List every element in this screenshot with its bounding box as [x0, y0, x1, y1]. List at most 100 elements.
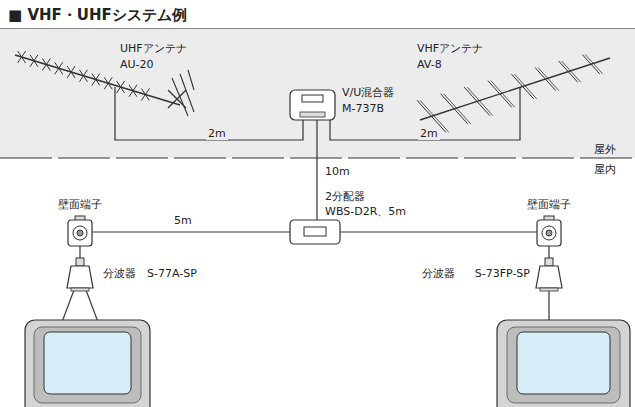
- area-label: 屋外: [592, 143, 618, 156]
- diplexer-outputs: [71, 288, 89, 291]
- coax-cable: [79, 246, 80, 258]
- coax-cable: [316, 120, 317, 220]
- wall-terminal-drawing: [537, 216, 561, 246]
- director: [141, 89, 149, 101]
- terminal-socket: [542, 226, 556, 240]
- mixer-ports: [300, 112, 325, 117]
- element: [464, 87, 490, 115]
- model-number: AU-20: [120, 58, 154, 71]
- director: [92, 74, 100, 86]
- diplexer-plug: [545, 258, 553, 266]
- title-rule: [0, 28, 635, 29]
- tv-bezel: [34, 327, 141, 403]
- coax-cable: [548, 246, 549, 258]
- director: [67, 66, 75, 78]
- cable-length: 2m: [418, 127, 440, 140]
- model-number: AV-8: [417, 58, 442, 71]
- coax-cable: [340, 231, 537, 232]
- mixer-node: V/U混合器M-737B: [290, 90, 335, 120]
- part-name: VHFアンテナ: [417, 42, 483, 55]
- element: [514, 74, 536, 99]
- diplexer-plug: [76, 258, 84, 266]
- mixer-body: [290, 90, 335, 120]
- element: [538, 68, 559, 91]
- element: [441, 94, 468, 124]
- part-name: V/U混合器: [342, 86, 394, 99]
- part-name: 壁面端子: [58, 198, 102, 211]
- reflector: [188, 70, 194, 90]
- model-number: M-737B: [342, 102, 384, 115]
- tv-screen: [517, 332, 610, 394]
- coax-cable: [92, 231, 290, 232]
- director: [79, 70, 87, 82]
- director: [18, 51, 26, 63]
- director: [30, 55, 38, 67]
- node-shape: [67, 258, 93, 290]
- wall-node: 壁面端子: [537, 220, 561, 246]
- mast-cable: [114, 87, 115, 120]
- mast-cable: [519, 88, 520, 128]
- tv-cabinet: [25, 320, 150, 407]
- director: [55, 62, 63, 74]
- node-shape: [290, 220, 340, 244]
- director: [117, 81, 125, 93]
- antenna-boom: [15, 55, 180, 105]
- director: [129, 85, 137, 97]
- element: [444, 94, 471, 124]
- coax-cable: [115, 120, 303, 140]
- element: [582, 55, 599, 74]
- reflector: [172, 78, 188, 116]
- tv-screen: [44, 332, 131, 394]
- element: [562, 61, 581, 82]
- dip-node: 分波器S-73FP-SP: [536, 258, 562, 290]
- node-shape: [415, 50, 615, 128]
- cable-length: 10m: [323, 165, 352, 178]
- model-number: S-73FP-SP: [475, 267, 530, 280]
- diplexer-body: [536, 266, 562, 288]
- director: [141, 89, 149, 101]
- tv-bezel: [507, 327, 620, 403]
- node-shape: [537, 220, 561, 246]
- model-number: WBS-D2R、5m: [325, 205, 406, 218]
- director: [79, 70, 87, 82]
- mixer-drawing: [290, 90, 335, 120]
- director: [18, 51, 26, 63]
- director: [104, 77, 112, 89]
- part-name: 壁面端子: [527, 198, 571, 211]
- vhf-antenna-drawing: [417, 55, 610, 133]
- splitter-drawing: [290, 220, 340, 244]
- split-node: 2分配器WBS-D2R、5m: [290, 220, 340, 244]
- director: [104, 77, 112, 89]
- director: [117, 81, 125, 93]
- mixer-plate: [302, 95, 323, 102]
- uhf-node: UHFアンテナAU-20: [10, 50, 195, 120]
- cable-length: 2m: [206, 127, 228, 140]
- terminal-plate: [68, 220, 92, 246]
- tv-lead: [86, 290, 98, 322]
- tv-lead: [62, 290, 74, 322]
- diplexer-body: [67, 266, 93, 288]
- element: [559, 61, 578, 82]
- element: [467, 87, 493, 115]
- vhf-node: VHFアンテナAV-8: [415, 50, 615, 128]
- director: [42, 59, 50, 71]
- area-label: 屋内: [592, 163, 618, 176]
- director: [129, 85, 137, 97]
- part-name: 分波器: [422, 267, 455, 280]
- tv-set: [25, 290, 150, 407]
- splitter-body: [290, 220, 340, 244]
- node-shape: [536, 258, 562, 290]
- element: [488, 81, 512, 108]
- director: [30, 55, 38, 67]
- model-number: S-77A-SP: [147, 267, 197, 280]
- element: [585, 55, 602, 74]
- tv-lead: [548, 290, 549, 320]
- splitter-plate: [304, 227, 326, 236]
- element: [511, 74, 533, 99]
- diplexer-drawing: [536, 258, 562, 291]
- antenna-boom: [420, 58, 610, 120]
- terminal-socket: [73, 226, 87, 240]
- director: [55, 62, 63, 74]
- director: [92, 74, 100, 86]
